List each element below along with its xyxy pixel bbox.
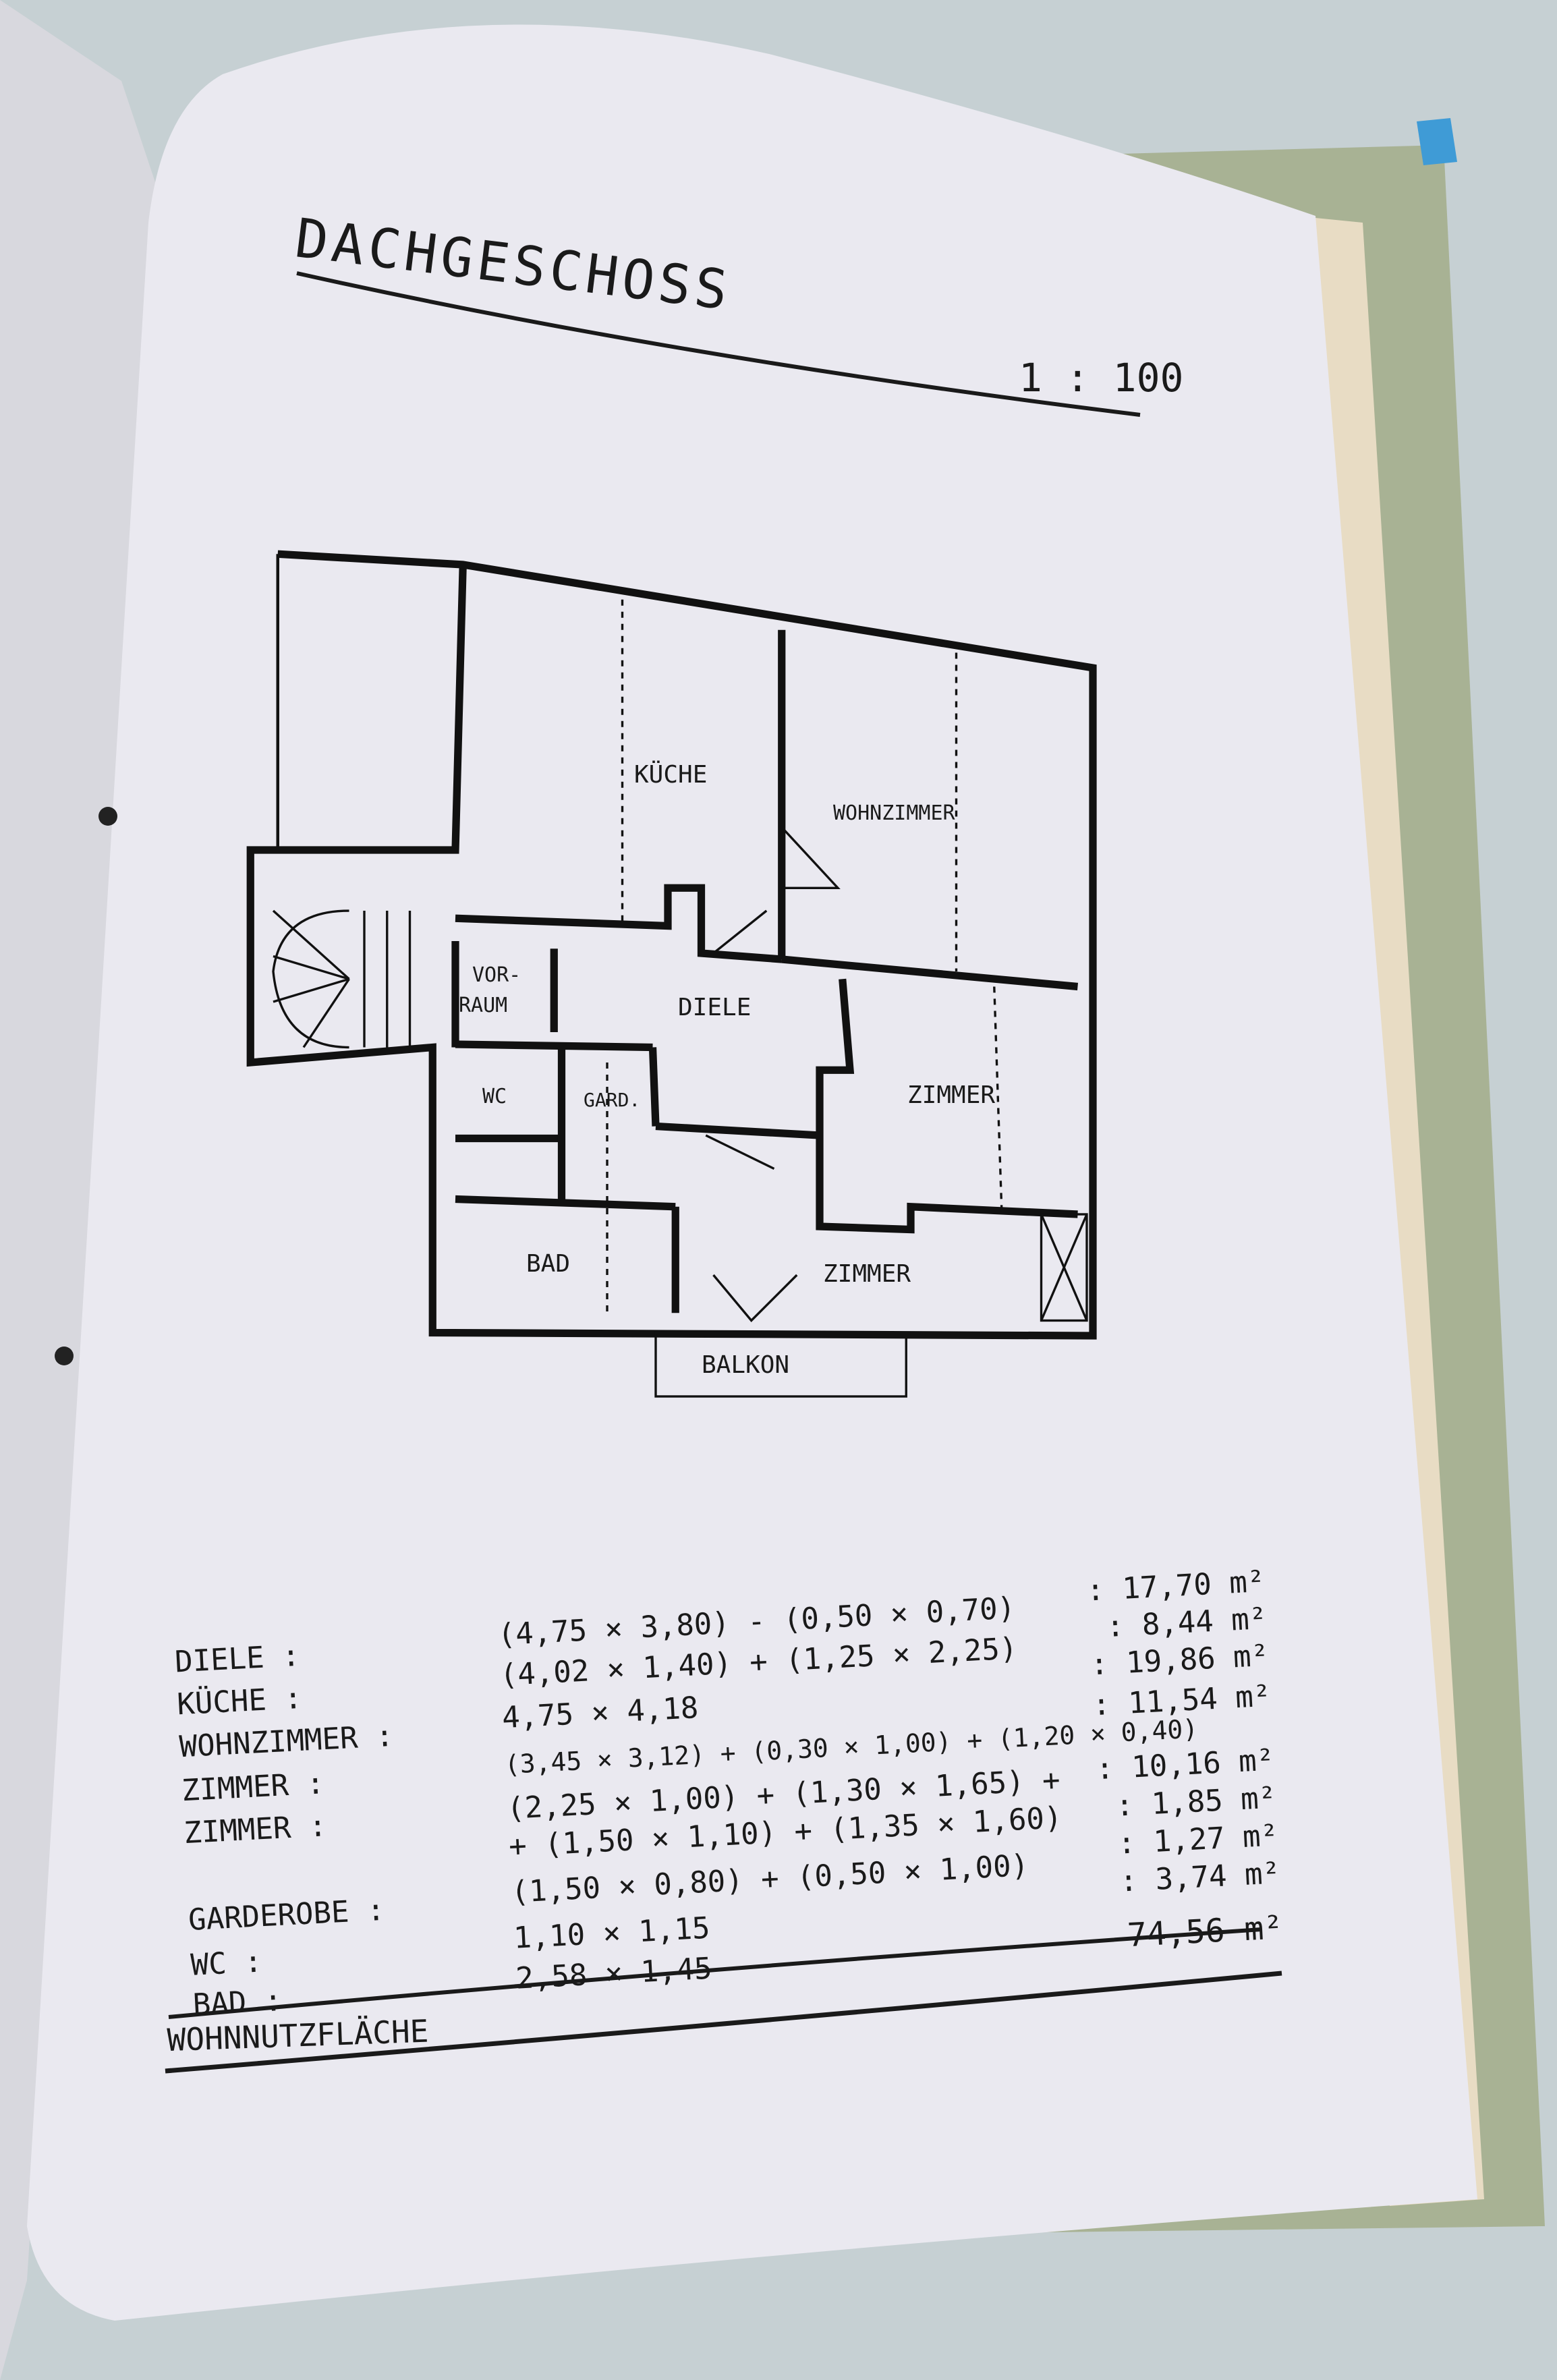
- row-label: BAD :: [192, 1983, 283, 2022]
- area-row: WC : 1,10 × 1,15 : 3,74 m²: [190, 1856, 1281, 1983]
- room-label-gard: GARD.: [584, 1089, 640, 1111]
- row-label: ZIMMER :: [181, 1766, 325, 1808]
- row-label: ZIMMER :: [183, 1809, 327, 1850]
- room-label-vorraum: RAUM: [459, 994, 507, 1017]
- room-label-wohnzimmer: WOHNZIMMER: [833, 801, 956, 825]
- room-label-zimmer: ZIMMER: [823, 1260, 911, 1288]
- sum-line: [168, 1927, 1262, 2019]
- room-label-wc: WC: [482, 1085, 507, 1108]
- room-label-bad: BAD: [526, 1250, 570, 1278]
- row-label: WC :: [190, 1944, 262, 1982]
- room-label-kueche: KÜCHE: [634, 760, 707, 789]
- folder-tab: [1417, 118, 1457, 165]
- row-label: DIELE :: [174, 1639, 301, 1680]
- binder-hole: [98, 807, 117, 826]
- left-page: [0, 0, 162, 2380]
- scale-label: 1 : 100: [1019, 355, 1183, 401]
- paper-page: [27, 24, 1477, 2321]
- total-underline: [165, 1971, 1282, 2074]
- floor-plan: [246, 550, 1097, 1398]
- row-value: : 8,44 m²: [1106, 1602, 1268, 1644]
- row-label: KÜCHE :: [176, 1680, 303, 1722]
- row-value: : 3,74 m²: [1119, 1856, 1281, 1898]
- title-underline: [296, 271, 1141, 417]
- room-label-vorraum: VOR-: [472, 963, 521, 987]
- row-value: : 1,27 m²: [1117, 1818, 1280, 1861]
- binder-hole: [55, 1347, 74, 1365]
- room-label-diele: DIELE: [678, 994, 751, 1021]
- row-value: : 1,85 m²: [1115, 1780, 1278, 1823]
- room-label-balkon: BALKON: [702, 1351, 789, 1379]
- room-label-zimmer: ZIMMER: [907, 1081, 995, 1109]
